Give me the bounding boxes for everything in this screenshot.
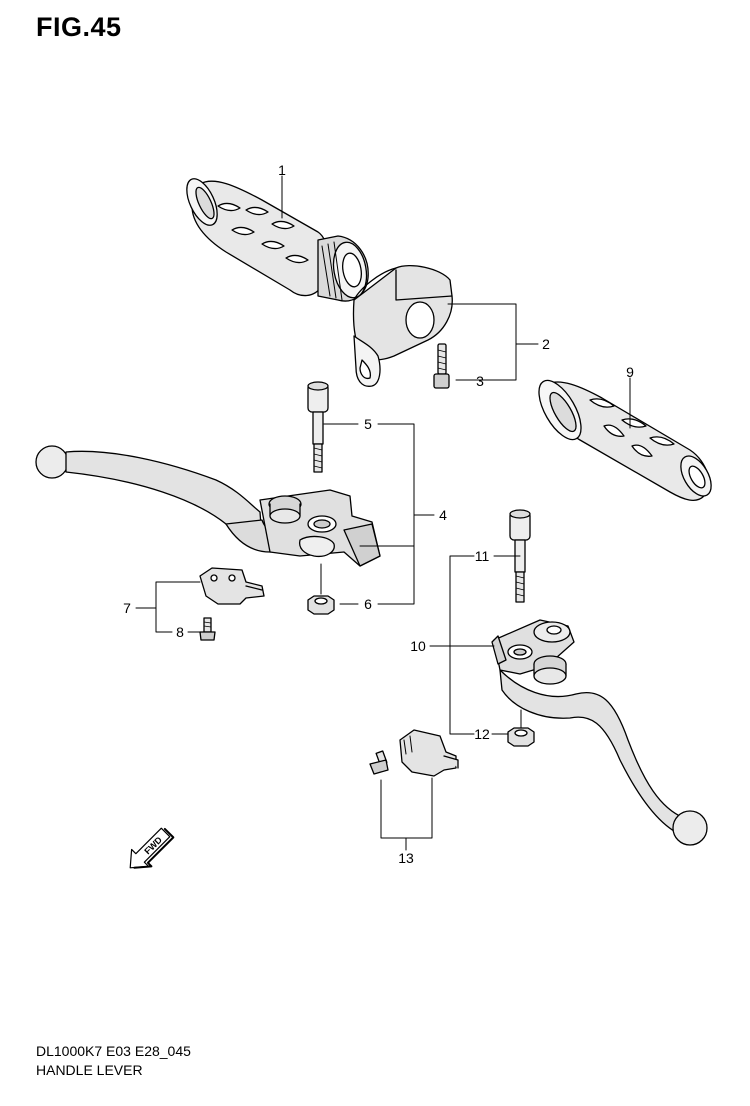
- callout-9: 9: [626, 364, 634, 380]
- section-name: HANDLE LEVER: [36, 1062, 143, 1078]
- clutch-switch-part[interactable]: [199, 567, 265, 605]
- forward-direction-badge: FWD: [129, 827, 175, 869]
- brake-lever-part[interactable]: [491, 619, 708, 846]
- callout-1: 1: [278, 162, 286, 178]
- callout-6: 6: [364, 596, 372, 612]
- callout-11: 11: [475, 548, 490, 564]
- screw-3-part[interactable]: [433, 343, 450, 389]
- callout-8: 8: [176, 624, 184, 640]
- grip-right-part[interactable]: [531, 374, 718, 502]
- callout-7: 7: [123, 600, 131, 616]
- callout-2: 2: [542, 336, 550, 352]
- screw-8-part[interactable]: [199, 617, 216, 641]
- callout-10: 10: [410, 638, 426, 654]
- leader-lines: [135, 175, 631, 851]
- bolt-5-part[interactable]: [307, 381, 329, 473]
- callout-5: 5: [364, 416, 372, 432]
- throttle-housing-part[interactable]: [352, 265, 453, 387]
- callout-12: 12: [474, 726, 490, 742]
- clutch-lever-part[interactable]: [35, 445, 381, 567]
- brake-switch-part[interactable]: [369, 729, 459, 777]
- callout-3: 3: [476, 373, 484, 389]
- nut-6-part[interactable]: [307, 595, 335, 615]
- nut-12-part[interactable]: [507, 727, 535, 747]
- callout-4: 4: [439, 507, 447, 523]
- callout-13: 13: [398, 850, 414, 866]
- grip-left-part[interactable]: [181, 174, 371, 302]
- figure-title: FIG.45: [36, 12, 122, 42]
- model-code: DL1000K7 E03 E28_045: [36, 1043, 191, 1059]
- callout-labels: 1 2 3 4 5 6 7 8 9 10 11 12 13: [123, 162, 634, 866]
